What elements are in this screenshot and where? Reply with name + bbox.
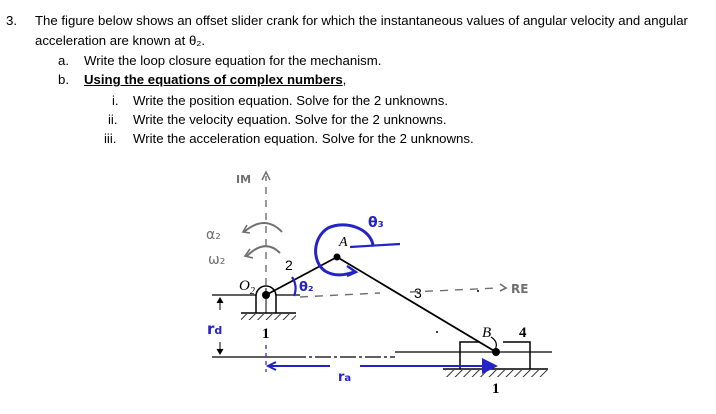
link-4-label: 4 bbox=[519, 325, 527, 341]
subpart-i-marker: i. bbox=[112, 93, 119, 108]
ground-left-label: 1 bbox=[262, 326, 270, 342]
question-line-2: acceleration are known at θ₂. bbox=[35, 33, 206, 48]
alpha2-label: α₂ bbox=[206, 227, 221, 243]
question-line-1: The figure below shows an offset slider … bbox=[35, 13, 688, 28]
point-a-label: A bbox=[339, 235, 348, 250]
joint-a bbox=[333, 253, 341, 261]
ra-dimension bbox=[265, 358, 498, 374]
imaginary-axis bbox=[261, 170, 271, 285]
theta3-annotation bbox=[314, 223, 401, 278]
theta2-arc bbox=[291, 276, 297, 297]
part-b-text: Using the equations of complex numbers bbox=[84, 72, 343, 87]
stray-dot bbox=[477, 290, 479, 292]
part-a-marker: a. bbox=[58, 53, 69, 68]
subpart-i-text: Write the position equation. Solve for t… bbox=[133, 93, 448, 108]
rd-label: rd bbox=[207, 320, 223, 338]
link-2-label: 2 bbox=[285, 257, 293, 273]
part-b-marker: b. bbox=[58, 72, 69, 87]
link-2-crank bbox=[265, 256, 338, 296]
question-number: 3. bbox=[6, 13, 17, 28]
subpart-iii-text: Write the acceleration equation. Solve f… bbox=[133, 131, 474, 146]
ground-right-label: 1 bbox=[492, 381, 500, 397]
im-label: IM bbox=[236, 173, 252, 186]
alpha2-arrow-icon bbox=[241, 224, 251, 234]
part-a-text: Write the loop closure equation for the … bbox=[84, 53, 382, 68]
part-b-suffix: , bbox=[342, 72, 347, 87]
link-3-label: 3 bbox=[414, 285, 422, 301]
alpha2-arc bbox=[243, 222, 283, 233]
rd-dimension bbox=[212, 297, 395, 372]
point-b-label: B bbox=[482, 325, 492, 341]
slider-block-4 bbox=[395, 336, 552, 377]
o2-label: O2 bbox=[239, 278, 255, 297]
re-label: RE bbox=[511, 282, 529, 296]
subpart-iii-marker: iii. bbox=[104, 131, 117, 146]
ground-pivot-o2 bbox=[212, 285, 300, 320]
real-axis bbox=[299, 283, 508, 298]
omega2-arc bbox=[246, 245, 281, 257]
stray-dot bbox=[436, 331, 438, 333]
ra-label: ra bbox=[338, 370, 352, 385]
subpart-ii-marker: ii. bbox=[108, 112, 118, 127]
theta2-label: θ₂ bbox=[299, 280, 314, 295]
part-b-text-wrap: Using the equations of complex numbers, bbox=[84, 71, 346, 90]
link-3-coupler bbox=[336, 256, 497, 353]
omega2-arrow-icon bbox=[243, 248, 254, 259]
omega2-label: ω₂ bbox=[208, 252, 226, 268]
theta3-label: θ₃ bbox=[368, 215, 384, 231]
subpart-ii-text: Write the velocity equation. Solve for t… bbox=[133, 112, 447, 127]
